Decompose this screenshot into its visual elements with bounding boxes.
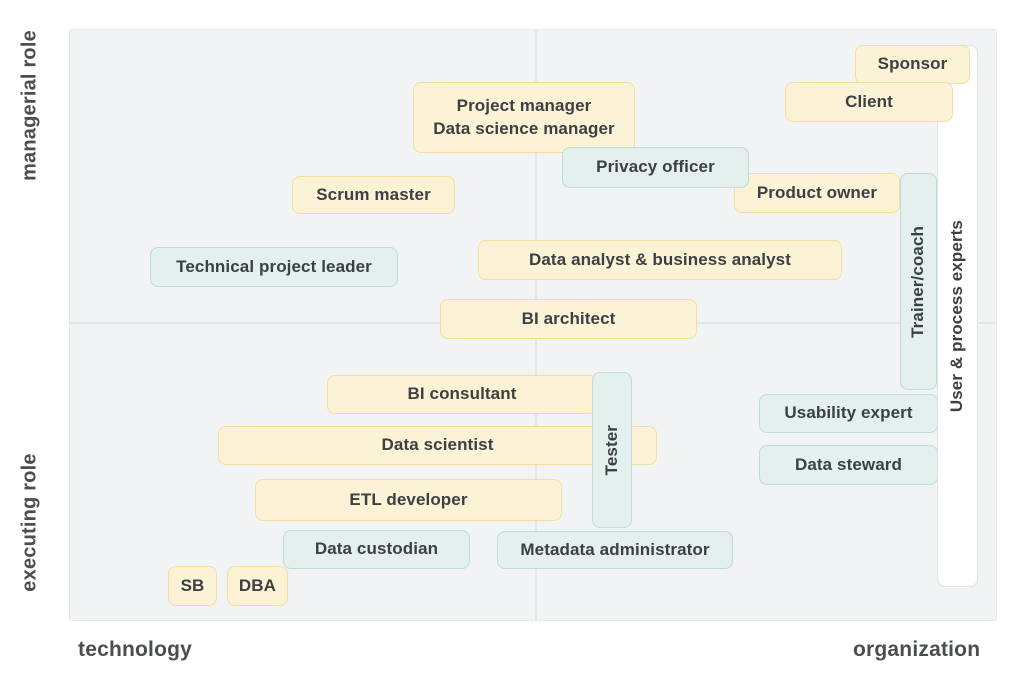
bi-architect-label: BI architect [521, 308, 616, 328]
metadata-administrator-box: Metadata administrator [497, 531, 733, 569]
data-analyst-business-analyst-box: Data analyst & business analyst [478, 240, 842, 280]
data-custodian-box: Data custodian [283, 530, 470, 569]
data-scientist-box: Data scientist [218, 426, 657, 465]
project-manager-label: Project manager Data science manager [433, 95, 615, 138]
x-axis-label-technology: technology [78, 638, 193, 661]
data-scientist-label: Data scientist [381, 435, 494, 455]
data-analyst-business-analyst-label: Data analyst & business analyst [529, 249, 791, 269]
bi-consultant-label: BI consultant [407, 384, 517, 404]
usability-expert-label: Usability expert [784, 403, 913, 423]
bi-architect-box: BI architect [440, 299, 697, 339]
privacy-officer-box: Privacy officer [562, 147, 749, 188]
y-axis-label-managerial-role: managerial role [18, 30, 41, 181]
x-axis-label-organization: organization [853, 638, 981, 661]
product-owner-box: Product owner [734, 173, 900, 213]
dba-label: DBA [238, 575, 277, 595]
client-label: Client [845, 91, 893, 111]
tester-box: Tester [592, 372, 632, 528]
privacy-officer-label: Privacy officer [596, 157, 715, 177]
trainer-coach-label: Trainer/coach [908, 225, 928, 338]
etl-developer-label: ETL developer [349, 489, 468, 509]
scrum-master-box: Scrum master [292, 176, 455, 214]
usability-expert-box: Usability expert [759, 394, 938, 433]
user-process-experts-label: User & process experts [947, 219, 967, 413]
data-steward-label: Data steward [794, 454, 903, 474]
technical-project-leader-label: Technical project leader [176, 256, 372, 276]
dba-box: DBA [227, 566, 288, 606]
bi-consultant-box: BI consultant [327, 375, 597, 414]
sponsor-box: Sponsor [855, 45, 970, 84]
scrum-master-label: Scrum master [316, 184, 431, 204]
y-axis-label-executing-role: executing role [18, 453, 41, 592]
data-steward-box: Data steward [759, 445, 938, 485]
sb-label: SB [180, 575, 205, 595]
tester-label: Tester [601, 424, 621, 476]
metadata-administrator-label: Metadata administrator [520, 539, 710, 559]
trainer-coach-box: Trainer/coach [900, 173, 937, 390]
sponsor-label: Sponsor [877, 54, 948, 74]
etl-developer-box: ETL developer [255, 479, 562, 521]
client-box: Client [785, 82, 953, 122]
user-process-experts-box: User & process experts [937, 45, 978, 587]
product-owner-label: Product owner [756, 182, 878, 202]
data-custodian-label: Data custodian [314, 539, 439, 559]
technical-project-leader-box: Technical project leader [150, 247, 398, 287]
sb-box: SB [168, 566, 217, 606]
project-manager-box: Project manager Data science manager [413, 82, 635, 153]
